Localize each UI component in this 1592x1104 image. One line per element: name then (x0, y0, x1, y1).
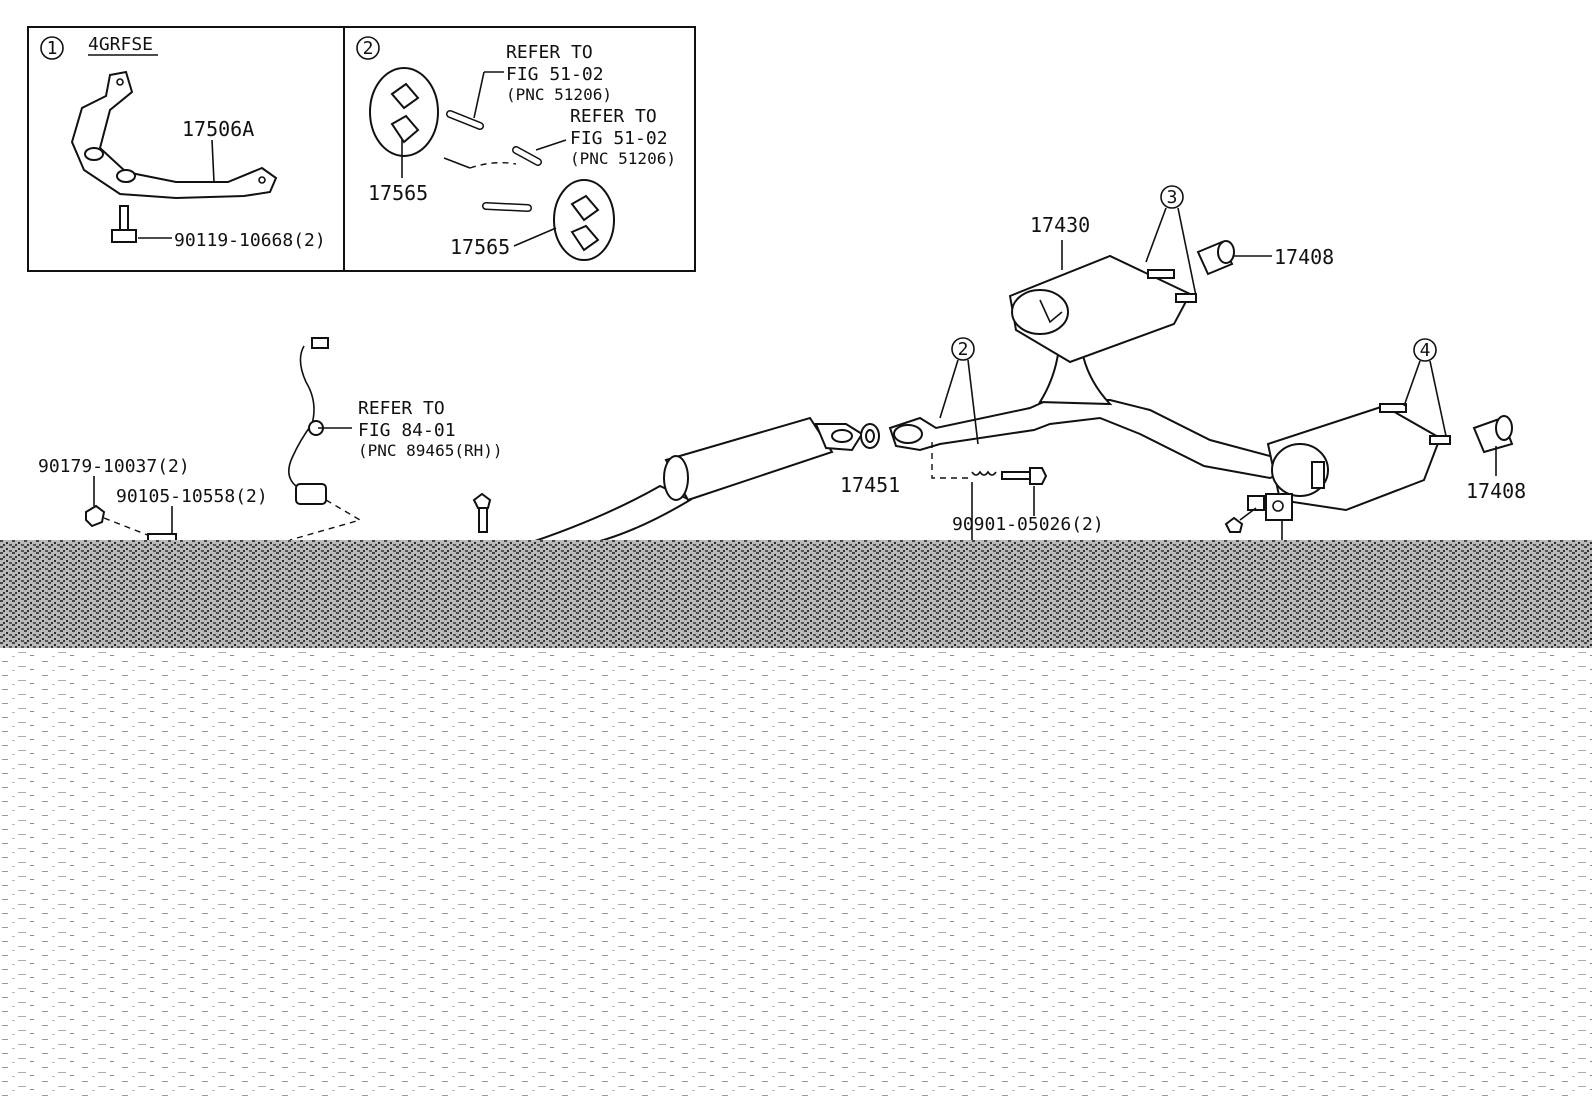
callout-circle-icon (951, 337, 975, 361)
bracket-label: 17506A (182, 117, 254, 141)
engine-code: 4GRFSE (88, 34, 153, 55)
tip-upper-label: 17408 (1274, 245, 1334, 269)
tail-tip-upper (1196, 240, 1235, 276)
tip-lower-label: 17408 (1466, 479, 1526, 503)
callout-3: 3 (1167, 187, 1178, 208)
hanger-lower-label: 17565 (450, 235, 510, 259)
bolt-90119 (111, 205, 137, 243)
bolt-90901 (1001, 467, 1048, 485)
callout-circle-icon (356, 36, 380, 60)
callout-circle-icon (1160, 185, 1184, 209)
refer-b-line3: (PNC 51206) (570, 149, 676, 168)
bracket-17506a (70, 70, 278, 200)
hanger-bracket-rear (1247, 493, 1293, 521)
nut-label: 90179-10037(2) (38, 456, 190, 477)
stud-label: 90105-10558(2) (116, 486, 268, 507)
refer-b-line2: FIG 51-02 (570, 128, 668, 149)
nut-90179 (85, 504, 106, 528)
inset-box-2: 2 17565 REFER TO FIG 51-02 (PNC 51206) R… (343, 26, 696, 272)
refer-a-line1: REFER TO (506, 42, 593, 63)
callout-circle-icon (40, 36, 64, 60)
refer-b-line1: REFER TO (570, 106, 657, 127)
inset-box-1: 1 4GRFSE 17506A 90119-10668(2) (27, 26, 345, 272)
refer-a-line2: FIG 51-02 (506, 64, 604, 85)
bolt-label: 90119-10668(2) (174, 230, 326, 251)
callout-4: 4 (1420, 340, 1431, 361)
bolt-front-pipe (472, 492, 492, 533)
rear-muffler-lower (1266, 403, 1451, 512)
rubber-hanger-lower (553, 179, 615, 261)
callout-2: 2 (958, 339, 969, 360)
gasket-label: 17451 (840, 473, 900, 497)
muffler-label: 17430 (1030, 213, 1090, 237)
spring-90901 (971, 470, 997, 476)
refer-a-line3: (PNC 51206) (506, 85, 612, 104)
bolt-rear-hanger (1224, 507, 1257, 533)
tail-tip-lower (1472, 415, 1514, 454)
hanger-upper-label: 17565 (368, 181, 428, 205)
oxygen-sensor (288, 337, 329, 505)
rear-muffler-upper (1008, 254, 1197, 364)
rubber-hanger-upper (369, 67, 439, 157)
scan-noise-band (0, 540, 1592, 648)
spring-bolt-label: 90901-05026(2) (952, 514, 1104, 535)
callout-circle-icon (1413, 338, 1437, 362)
inset1-callout: 1 (47, 38, 58, 59)
inset2-callout: 2 (363, 38, 374, 59)
refer-sensor-line2: FIG 84-01 (358, 420, 456, 441)
center-muffler-assembly (519, 416, 864, 547)
refer-sensor-line1: REFER TO (358, 398, 445, 419)
scan-speckle-area (0, 648, 1592, 1099)
refer-sensor-line3: (PNC 89465(RH)) (358, 441, 503, 460)
gasket-17451 (860, 423, 880, 449)
